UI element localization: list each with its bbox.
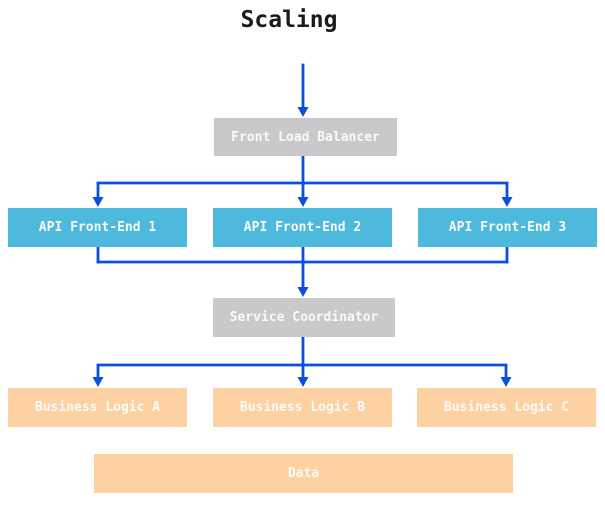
node-service-coordinator-label: Service Coordinator (229, 310, 379, 325)
edge-front-load-balancer-to-api-front-ends (92, 154, 513, 207)
node-front-load-balancer-label: Front Load Balancer (231, 129, 380, 145)
edge-service-coordinator-to-business-logic (92, 335, 512, 387)
node-data: Data (94, 454, 513, 493)
node-service-coordinator: Service Coordinator (213, 298, 395, 337)
node-api-front-end-1: API Front-End 1 (8, 208, 187, 247)
edge-title-to-front-load-balancer (297, 63, 309, 117)
node-data-label: Data (287, 466, 320, 481)
node-business-logic-c: Business Logic C (417, 388, 596, 427)
node-api-front-end-2: API Front-End 2 (213, 208, 392, 247)
node-api-front-end-1-label: API Front-End 1 (38, 220, 157, 235)
node-business-logic-a: Business Logic A (8, 388, 187, 427)
node-api-front-end-3-label: API Front-End 3 (448, 220, 567, 235)
node-business-logic-c-label: Business Logic C (443, 400, 570, 415)
node-api-front-end-3: API Front-End 3 (418, 208, 597, 247)
edge-api-front-ends-to-service-coordinator (96, 245, 509, 297)
node-business-logic-b-label: Business Logic B (239, 400, 366, 415)
node-business-logic-b: Business Logic B (213, 388, 392, 427)
diagram-title: Scaling (240, 7, 338, 33)
node-front-load-balancer: Front Load Balancer (214, 118, 397, 156)
node-api-front-end-2-label: API Front-End 2 (243, 220, 362, 235)
node-business-logic-a-label: Business Logic A (34, 400, 161, 415)
